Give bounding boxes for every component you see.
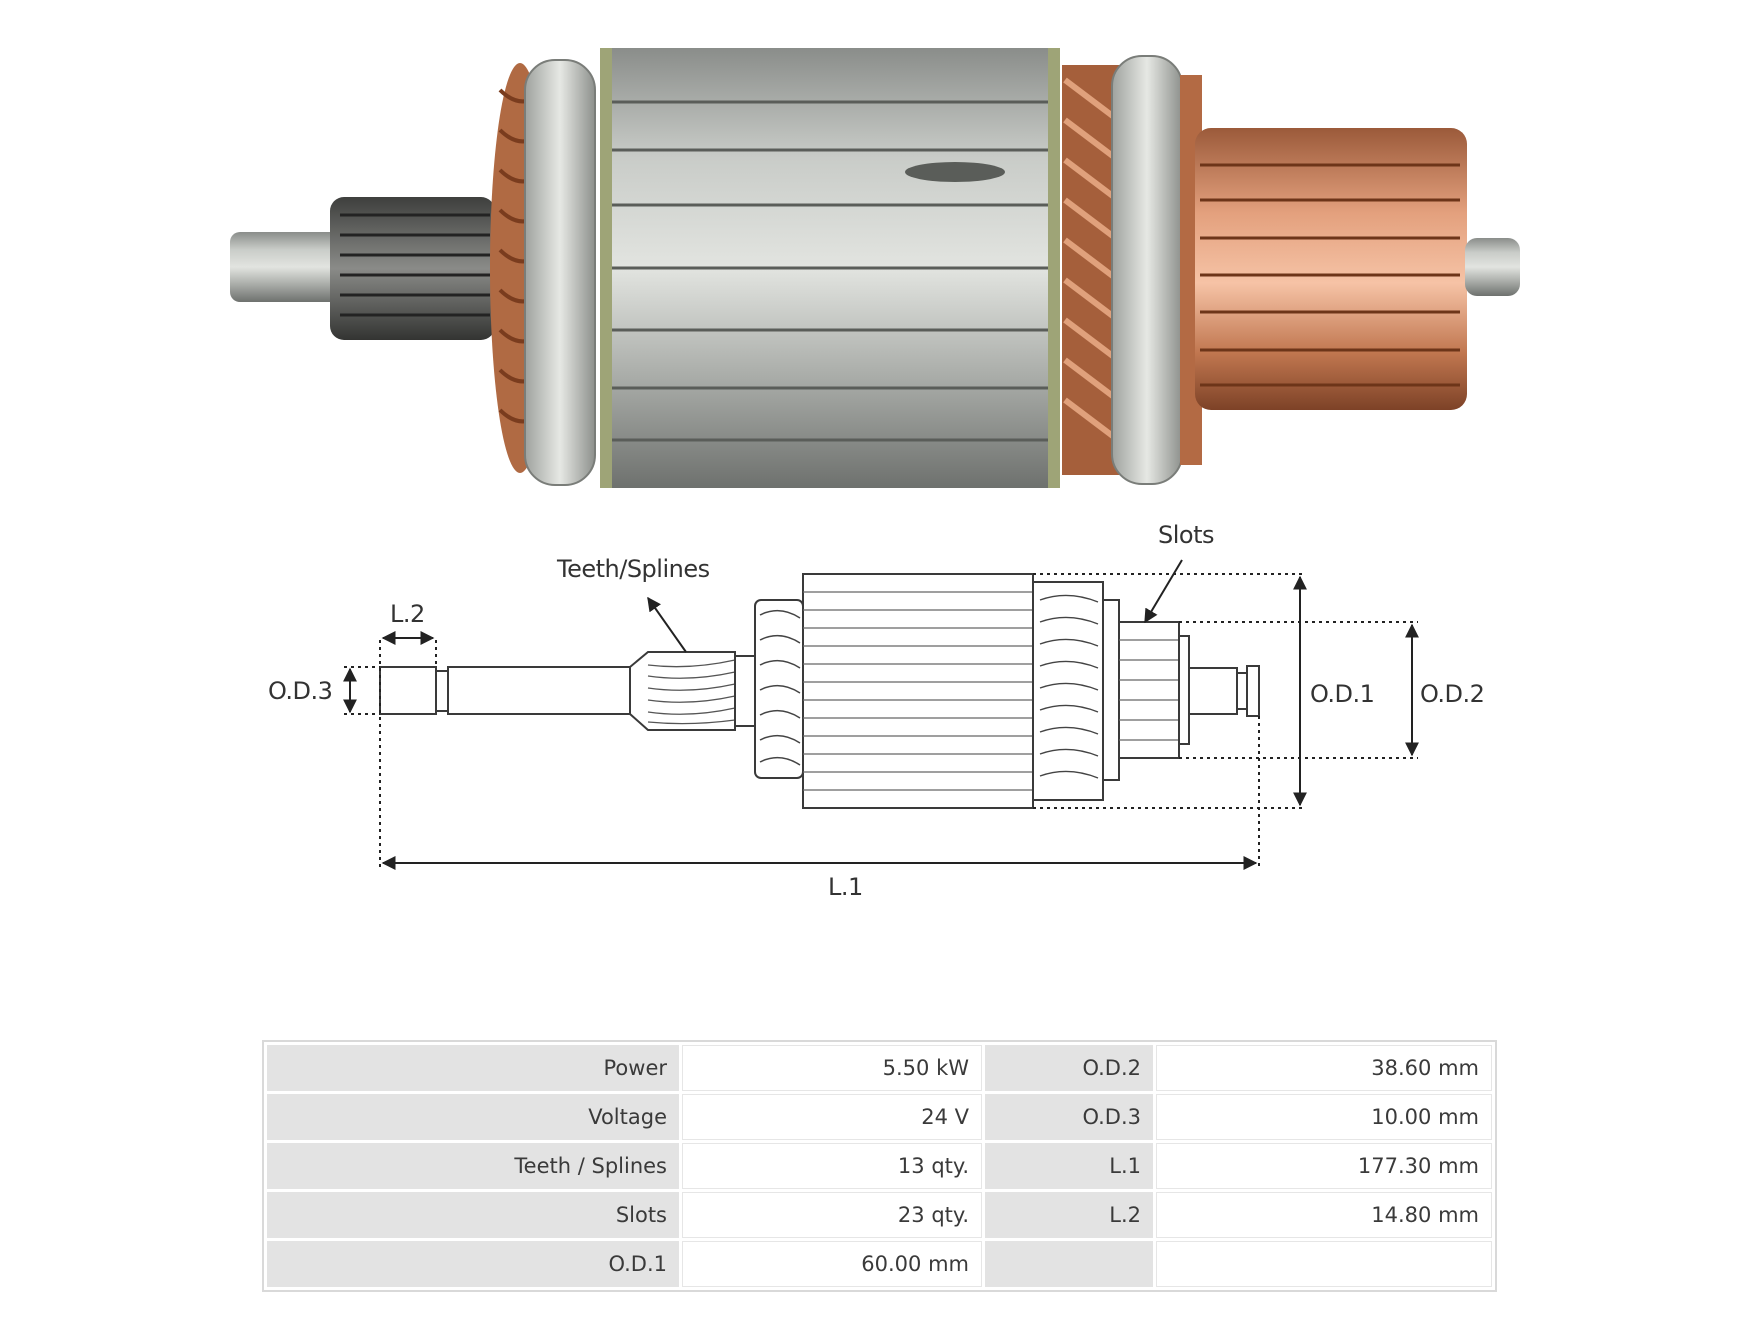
spec-value: 14.80 mm	[1156, 1192, 1492, 1238]
table-row: Slots 23 qty. L.2 14.80 mm	[267, 1192, 1492, 1238]
slots-label: Slots	[1158, 521, 1214, 549]
technical-drawing: Teeth/Splines Slots L.2 O.D.3 O.D.1 O.D.…	[268, 521, 1485, 901]
spec-value: 13 qty.	[682, 1143, 982, 1189]
l1-label: L.1	[828, 873, 863, 901]
shaft-left	[230, 232, 350, 302]
spec-value: 38.60 mm	[1156, 1045, 1492, 1091]
drawing-shaft-right	[1188, 667, 1238, 715]
spec-value	[1156, 1241, 1492, 1287]
teeth-splines-label: Teeth/Splines	[556, 555, 710, 583]
drawing-right-winding	[1032, 581, 1104, 801]
armature-photo	[230, 48, 1520, 488]
l2-label: L.2	[390, 600, 425, 628]
spec-value: 24 V	[682, 1094, 982, 1140]
spec-key: O.D.1	[267, 1241, 679, 1287]
table-row: O.D.1 60.00 mm	[267, 1241, 1492, 1287]
spec-key: Power	[267, 1045, 679, 1091]
spec-key: L.1	[985, 1143, 1153, 1189]
drawing-commutator	[1118, 621, 1180, 759]
pinion-gear	[330, 197, 495, 340]
spec-key: Teeth / Splines	[267, 1143, 679, 1189]
od3-label: O.D.3	[268, 677, 332, 705]
pinion-splines	[629, 651, 736, 731]
spec-value: 177.30 mm	[1156, 1143, 1492, 1189]
spec-key: O.D.2	[985, 1045, 1153, 1091]
slots-leader	[1144, 559, 1183, 624]
end-ring-left	[524, 59, 596, 486]
table-row: Voltage 24 V O.D.3 10.00 mm	[267, 1094, 1492, 1140]
shaft-body	[447, 666, 631, 715]
spec-key: Voltage	[267, 1094, 679, 1140]
spec-value: 5.50 kW	[682, 1045, 982, 1091]
spec-key	[985, 1241, 1153, 1287]
table-row: Power 5.50 kW O.D.2 38.60 mm	[267, 1045, 1492, 1091]
commutator	[1195, 128, 1467, 410]
drawing-core	[802, 573, 1034, 809]
spec-key: Slots	[267, 1192, 679, 1238]
spec-value: 23 qty.	[682, 1192, 982, 1238]
od1-label: O.D.1	[1310, 680, 1374, 708]
spec-key: O.D.3	[985, 1094, 1153, 1140]
shaft-groove	[435, 670, 449, 712]
armature-core	[600, 48, 1060, 488]
spec-value: 60.00 mm	[682, 1241, 982, 1287]
spec-key: L.2	[985, 1192, 1153, 1238]
shaft-end-od3	[379, 666, 437, 715]
od2-label: O.D.2	[1420, 680, 1484, 708]
spline-hatch	[647, 659, 736, 725]
spec-table: Power 5.50 kW O.D.2 38.60 mm Voltage 24 …	[262, 1040, 1497, 1292]
table-row: Teeth / Splines 13 qty. L.1 177.30 mm	[267, 1143, 1492, 1189]
shaft-right	[1465, 238, 1520, 296]
spec-value: 10.00 mm	[1156, 1094, 1492, 1140]
teeth-leader	[647, 596, 687, 653]
